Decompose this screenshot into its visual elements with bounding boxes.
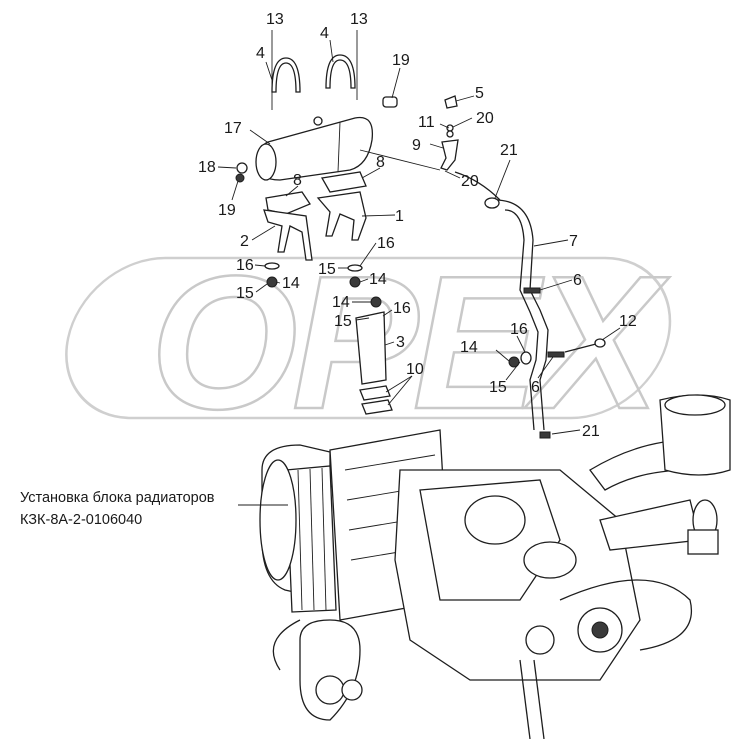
callout-11: 11 — [418, 114, 435, 131]
caption: Установка блока радиаторов КЗК-8А-2-0106… — [20, 490, 215, 528]
callout-15-left: 15 — [236, 285, 254, 302]
brackets — [263, 171, 367, 261]
callout-14-right: 14 — [460, 339, 478, 356]
callout-21-top: 21 — [500, 142, 518, 159]
callout-20-bottom: 20 — [461, 173, 479, 190]
callout-15-mid: 15 — [318, 261, 336, 278]
callout-12: 12 — [619, 313, 637, 330]
callout-14-mid: 14 — [369, 271, 387, 288]
callout-6-top: 6 — [573, 272, 582, 289]
callout-1: 1 — [395, 208, 404, 225]
caption-code: КЗК-8А-2-0106040 — [20, 512, 142, 528]
callout-14-plate: 14 — [332, 294, 350, 311]
callout-15-right: 15 — [489, 379, 507, 396]
callout-numbers: 13 13 4 4 19 5 11 20 17 9 21 18 8 20 19 … — [198, 11, 637, 440]
hoses — [359, 149, 606, 439]
fasteners — [264, 262, 532, 415]
callout-4-right: 4 — [320, 25, 329, 42]
callout-16-plate: 16 — [393, 300, 411, 317]
callout-5: 5 — [475, 85, 484, 102]
callout-19-left: 19 — [218, 202, 236, 219]
callout-13-left: 13 — [266, 11, 284, 28]
caption-title: Установка блока радиаторов — [20, 490, 215, 506]
callout-3: 3 — [396, 334, 405, 351]
callout-6-bottom: 6 — [531, 379, 540, 396]
callout-7: 7 — [569, 233, 578, 250]
engine-assembly — [259, 394, 731, 739]
callout-2: 2 — [240, 233, 249, 250]
receiver-tank — [235, 30, 459, 183]
callout-21-bottom: 21 — [582, 423, 600, 440]
callout-14-left: 14 — [282, 275, 300, 292]
callout-16-left: 16 — [236, 257, 254, 274]
callout-16-mid: 16 — [377, 235, 395, 252]
watermark-text: OPEX — [150, 237, 670, 449]
callout-9: 9 — [412, 137, 421, 154]
callout-20-top: 20 — [476, 110, 494, 127]
leader-lines — [217, 39, 621, 435]
callout-19-top: 19 — [392, 52, 410, 69]
callout-13-right: 13 — [350, 11, 368, 28]
watermark: OPEX — [65, 236, 677, 450]
callout-8-right: 8 — [376, 154, 385, 171]
callout-18: 18 — [198, 159, 216, 176]
callout-10: 10 — [406, 361, 424, 378]
callout-8-left: 8 — [293, 172, 302, 189]
callout-4-left: 4 — [256, 45, 265, 62]
callout-17: 17 — [224, 120, 242, 137]
callout-15-plate: 15 — [334, 313, 352, 330]
callout-16-right: 16 — [510, 321, 528, 338]
